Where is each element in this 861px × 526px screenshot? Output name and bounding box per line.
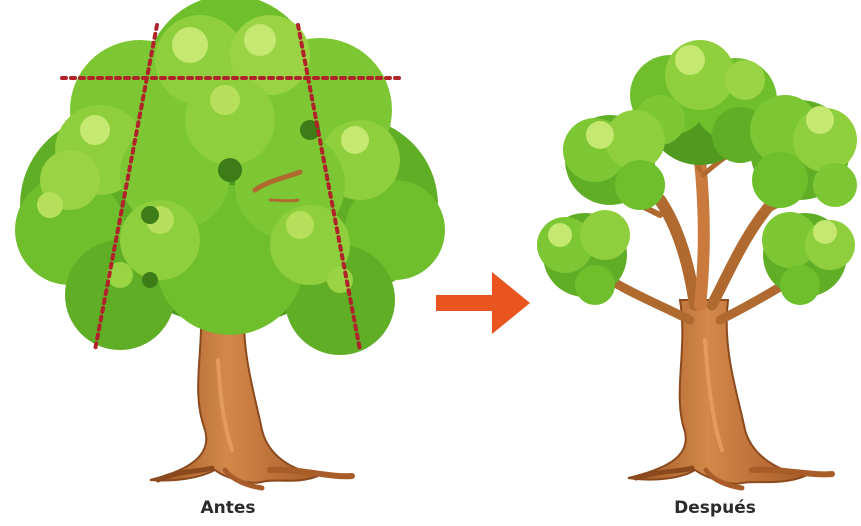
label-after: Después	[635, 497, 795, 519]
foliage-left-upper	[563, 110, 665, 210]
foliage-right-upper	[750, 95, 857, 208]
crown-before	[15, 0, 445, 355]
tree-after	[537, 40, 857, 488]
label-before: Antes	[148, 497, 308, 519]
foliage-left-lower	[537, 210, 630, 305]
arrow-right-icon	[436, 272, 530, 334]
tree-before	[15, 0, 445, 488]
